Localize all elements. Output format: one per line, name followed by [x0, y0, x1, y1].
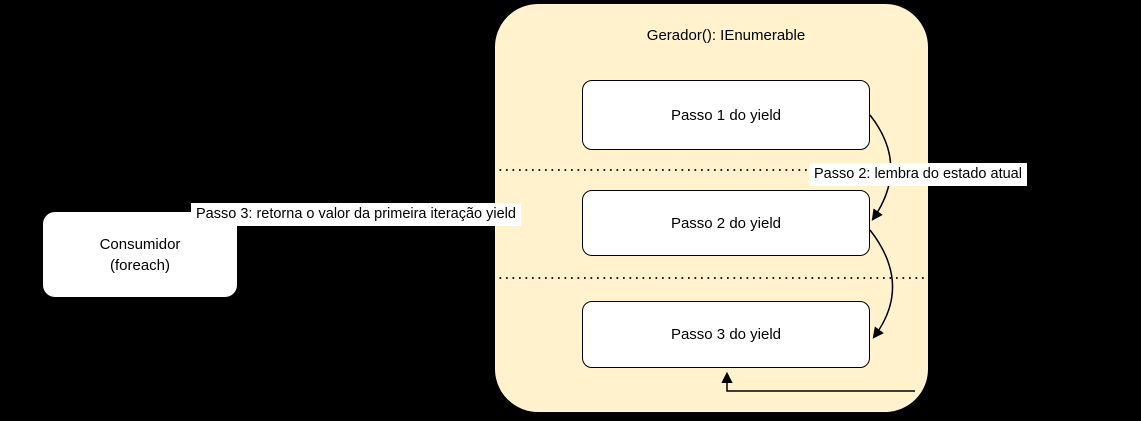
step1-label: Passo 1 do yield: [670, 106, 782, 124]
annotation-step2: Passo 2: lembra do estado atual: [809, 163, 1027, 186]
annotation-step3: Passo 3: retorna o valor da primeira ite…: [191, 203, 521, 226]
step2-box: Passo 2 do yield: [582, 190, 870, 256]
consumer-label: Consumidor: [99, 235, 181, 253]
step1-box: Passo 1 do yield: [582, 80, 870, 150]
step3-box: Passo 3 do yield: [582, 301, 870, 368]
step3-label: Passo 3 do yield: [670, 326, 782, 343]
arrow-return-to-step3: [721, 371, 915, 392]
generator-title: Gerador(): IEnumerable: [646, 27, 806, 44]
consumer-sublabel: (foreach): [109, 256, 171, 274]
step2-label: Passo 2 do yield: [670, 214, 782, 232]
arrow-step2-to-step3: [869, 229, 894, 339]
